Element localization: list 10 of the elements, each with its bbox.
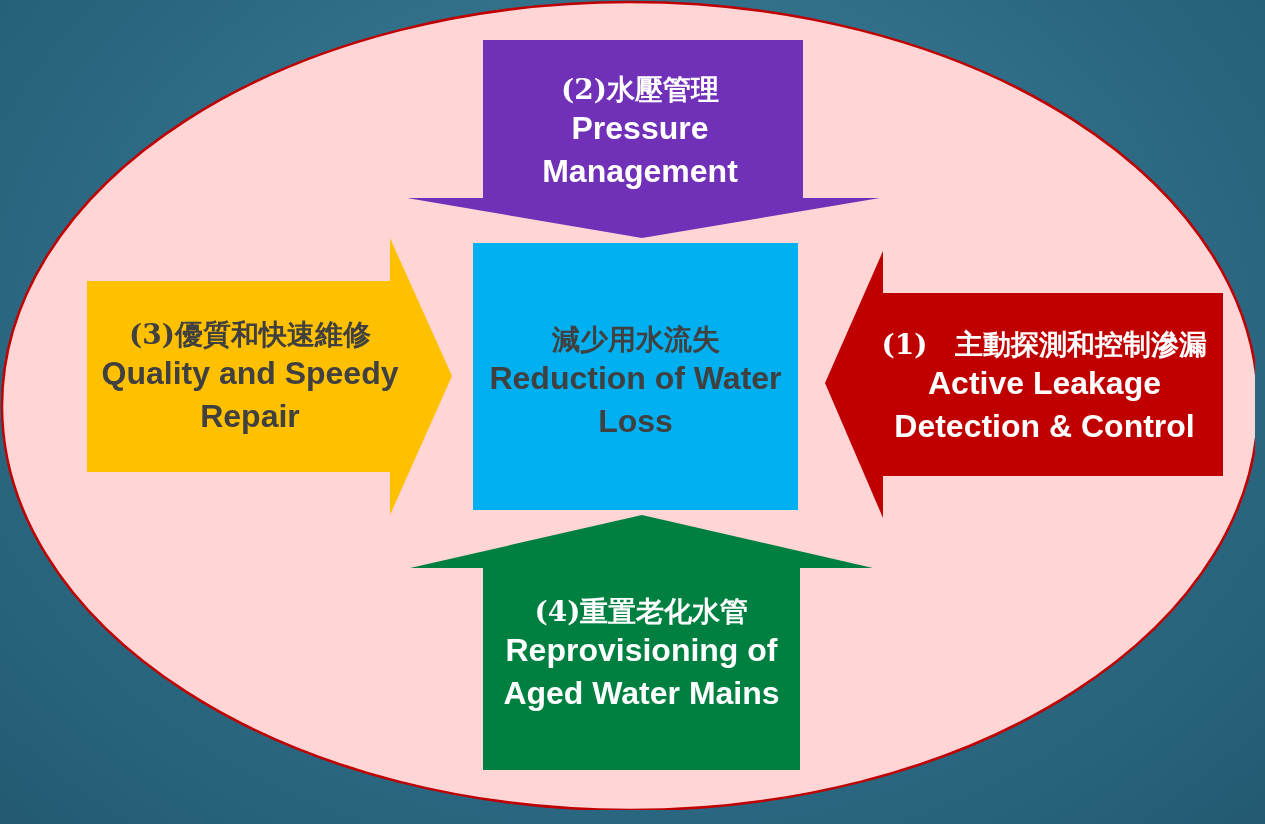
chinese-label: (2)水壓管理 bbox=[561, 73, 719, 107]
english-label: Reprovisioning of Aged Water Mains bbox=[502, 630, 781, 713]
english-label: Pressure Management bbox=[541, 108, 739, 191]
english-label: Quality and Speedy Repair bbox=[100, 353, 400, 436]
english-label: Reduction of Water Loss bbox=[488, 358, 783, 441]
chinese-label: 減少用水流失 bbox=[551, 323, 720, 357]
chinese-label: (4)重置老化水管 bbox=[534, 595, 749, 629]
english-label: Active Leakage Detection & Control bbox=[893, 363, 1196, 446]
chinese-label: (3)優質和快速維修 bbox=[129, 318, 371, 352]
chinese-label: (1) 主動探測和控制滲漏 bbox=[881, 328, 1208, 362]
